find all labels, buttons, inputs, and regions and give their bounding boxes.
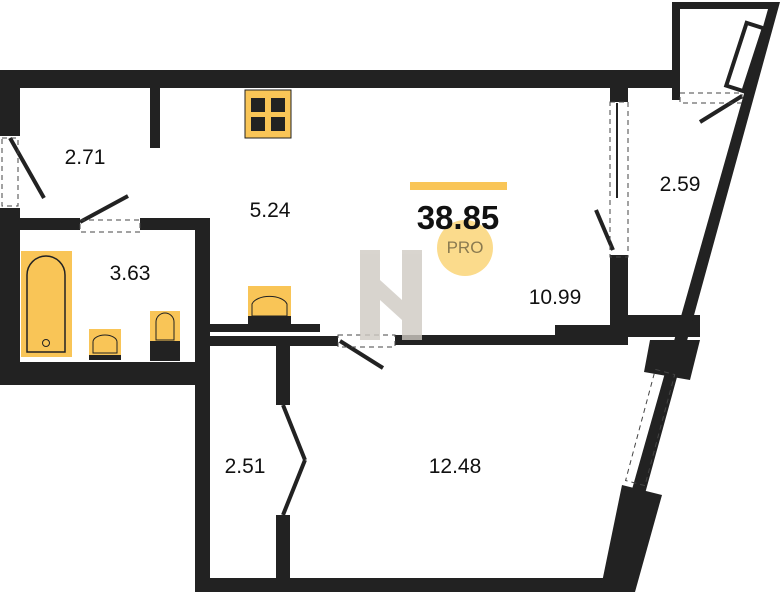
- room-area-corridor: 5.24: [249, 199, 291, 222]
- room-area-bedroom: 12.48: [428, 455, 482, 478]
- bathroom-sink: [89, 329, 121, 360]
- kitchen-stove: [244, 89, 292, 139]
- total-area-accent-bar: [410, 182, 507, 190]
- balcony-window: [723, 20, 767, 94]
- room-area-wardrobe: 2.51: [224, 455, 266, 478]
- doors: [8, 94, 744, 516]
- room-area-bathroom: 3.63: [109, 262, 151, 285]
- room-area-kitchen-living: 10.99: [528, 286, 582, 309]
- total-area: 38.85: [416, 199, 500, 236]
- room-area-hall: 2.71: [64, 146, 106, 169]
- toilet: [150, 311, 180, 361]
- room-area-balcony: 2.59: [659, 173, 701, 196]
- kitchen-sink: [248, 286, 291, 324]
- pro-badge: PRO: [437, 220, 493, 276]
- watermark-logo: [360, 250, 422, 340]
- bathtub: [21, 251, 72, 357]
